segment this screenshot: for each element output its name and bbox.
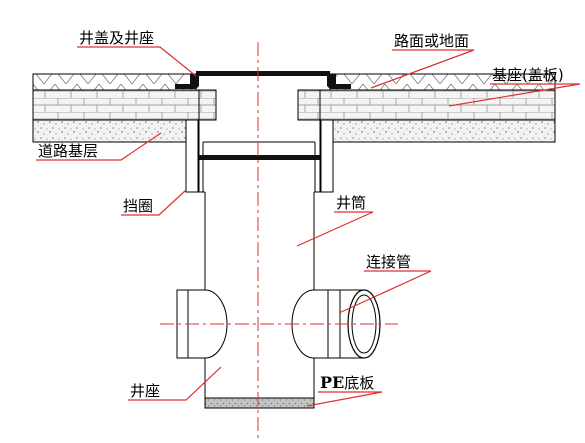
label-base-slab: 基座(盖板) <box>492 66 564 84</box>
label-well-cover-and-seat: 井盖及井座 <box>79 29 154 47</box>
label-retaining-ring: 挡圈 <box>123 197 153 215</box>
label-shaft: 井筒 <box>336 194 366 212</box>
label-pe-base-plate: PE底板 <box>320 373 374 392</box>
label-well-seat: 井座 <box>130 382 160 400</box>
base-slab <box>32 89 556 121</box>
label-road-base: 道路基层 <box>38 142 98 160</box>
label-road-surface: 路面或地面 <box>394 32 469 50</box>
road-surface-layer <box>32 73 556 91</box>
label-pe-suffix: 底板 <box>344 374 374 392</box>
well-cover <box>175 71 351 89</box>
label-connecting-pipe: 连接管 <box>366 253 411 271</box>
label-pe-prefix: PE <box>320 373 344 392</box>
road-base-layer <box>32 119 556 143</box>
shaft-insert <box>198 90 321 192</box>
pe-base-plate <box>204 397 315 409</box>
centerlines <box>160 42 398 440</box>
leader-lines <box>36 46 581 407</box>
